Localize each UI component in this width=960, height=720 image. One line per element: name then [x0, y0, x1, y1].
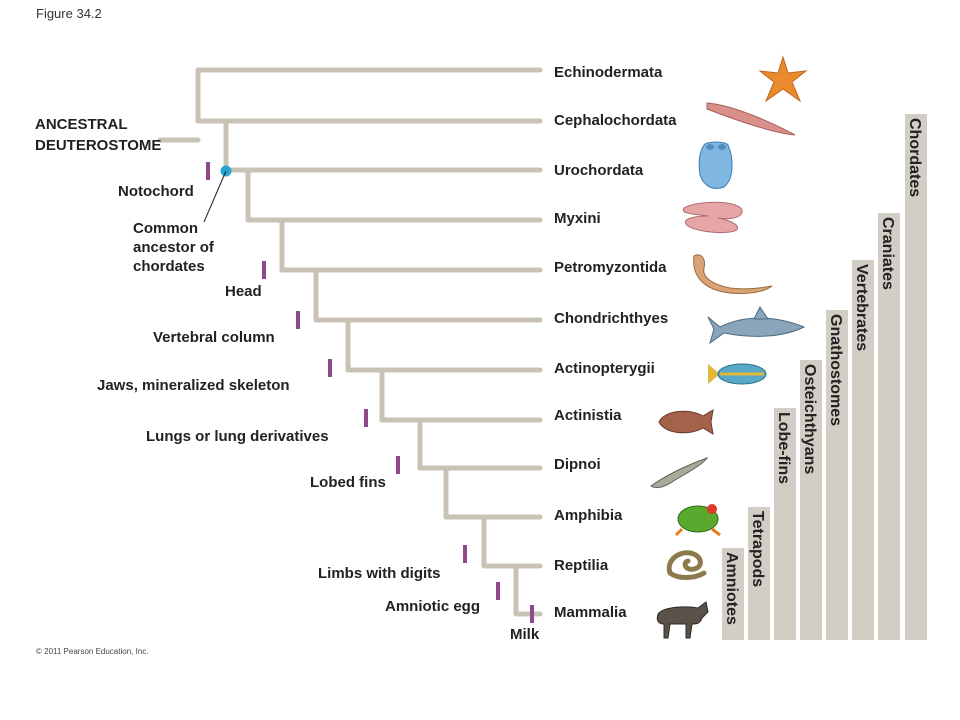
frog-icon	[674, 504, 721, 537]
hagfish-icon	[682, 201, 743, 233]
character-ticks	[206, 162, 534, 623]
character-label-amniotic-egg: Amniotic egg	[385, 598, 481, 615]
taxon-label-actinopterygii: Actinopterygii	[554, 360, 655, 377]
group-bar-gnathostomes: Gnathostomes	[826, 310, 848, 640]
character-label-milk: Milk	[510, 626, 540, 643]
lungfish-icon	[650, 457, 709, 489]
tree-branches	[157, 67, 543, 617]
ray-finned-fish-icon	[708, 363, 767, 385]
character-tick-7	[463, 545, 467, 563]
group-bar-vertebrates: Vertebrates	[852, 260, 874, 640]
copyright-notice: © 2011 Pearson Education, Inc.	[36, 647, 149, 656]
taxon-label-urochordata: Urochordata	[554, 162, 644, 179]
common-ancestor-pointer	[203, 170, 227, 223]
group-bar-lobe-fins: Lobe-fins	[774, 408, 796, 640]
group-bar-chordates: Chordates	[905, 114, 927, 640]
character-tick-2	[262, 261, 266, 279]
taxon-label-myxini: Myxini	[554, 210, 601, 227]
taxon-label-cephalochordata: Cephalochordata	[554, 112, 677, 129]
character-label-jaws: Jaws, mineralized skeleton	[97, 377, 290, 394]
taxon-label-dipnoi: Dipnoi	[554, 456, 601, 473]
character-label-vertebral-column: Vertebral column	[153, 329, 275, 346]
group-bar-amniotes: Amniotes	[722, 548, 744, 640]
character-label-lungs: Lungs or lung derivatives	[146, 428, 329, 445]
group-bar-osteichthyans: Osteichthyans	[800, 360, 822, 640]
ancestral-deuterostome-label: ANCESTRAL DEUTEROSTOME	[35, 116, 162, 154]
taxon-label-echinodermata: Echinodermata	[554, 64, 663, 81]
common-ancestor-label: Common ancestor of chordates	[133, 220, 214, 275]
character-tick-5	[364, 409, 368, 427]
coelacanth-icon	[658, 409, 714, 435]
taxon-label-petromyzontida: Petromyzontida	[554, 259, 667, 276]
character-tick-1	[206, 162, 210, 180]
taxon-label-actinistia: Actinistia	[554, 407, 622, 424]
character-label-lobed-fins: Lobed fins	[310, 474, 386, 491]
character-tick-6	[396, 456, 400, 474]
character-tick-3	[296, 311, 300, 329]
group-bar-craniates: Craniates	[878, 213, 900, 640]
taxon-label-chondrichthyes: Chondrichthyes	[554, 310, 669, 327]
wildebeest-icon	[656, 601, 709, 639]
character-label-notochord: Notochord	[118, 183, 194, 200]
character-tick-8	[496, 582, 500, 600]
tunicate-icon	[698, 141, 733, 189]
lamprey-icon	[693, 254, 773, 294]
figure-label: Figure 34.2	[36, 6, 102, 21]
taxon-label-amphibia: Amphibia	[554, 507, 623, 524]
taxon-label-reptilia: Reptilia	[554, 557, 609, 574]
character-tick-4	[328, 359, 332, 377]
snake-icon	[666, 550, 707, 580]
group-bar-tetrapods: Tetrapods	[748, 507, 770, 640]
starfish-icon	[758, 55, 808, 103]
character-tick-9	[530, 605, 534, 623]
shark-icon	[707, 306, 806, 345]
lancelet-icon	[706, 102, 796, 136]
taxon-label-mammalia: Mammalia	[554, 604, 627, 621]
character-label-limbs: Limbs with digits	[318, 565, 441, 582]
character-label-head: Head	[225, 283, 262, 300]
